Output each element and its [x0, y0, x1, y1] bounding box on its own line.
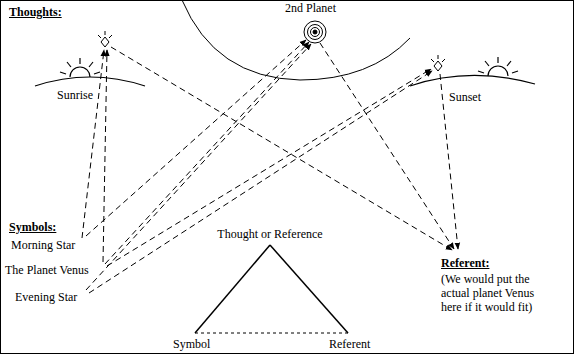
triangle-vertex-label: Symbol: [172, 337, 211, 351]
sunset-scene: [410, 57, 535, 86]
scene-label: Sunrise: [56, 88, 94, 102]
section-heading: Referent:: [440, 256, 490, 270]
sunrise-scene: [35, 58, 145, 86]
scene-label: Sunset: [448, 90, 482, 104]
symbol-label: The Planet Venus: [4, 263, 90, 277]
reference-lines: [82, 40, 458, 293]
planet-label: 2nd Planet: [284, 1, 337, 15]
triangle-vertex-label: Referent: [328, 337, 371, 351]
section-heading: Symbols:: [8, 220, 57, 234]
evening-star-symbol: [431, 55, 445, 71]
semiotic-triangle: [195, 245, 348, 333]
morning-star-symbol: [98, 31, 112, 47]
note-text: (We would put the actual planet Venus he…: [440, 272, 554, 314]
orbit-diagram: [182, 0, 410, 80]
section-heading: Thoughts:: [8, 5, 63, 19]
symbol-label: Evening Star: [14, 290, 78, 304]
symbol-label: Morning Star: [10, 238, 76, 252]
triangle-vertex-label: Thought or Reference: [216, 227, 323, 241]
